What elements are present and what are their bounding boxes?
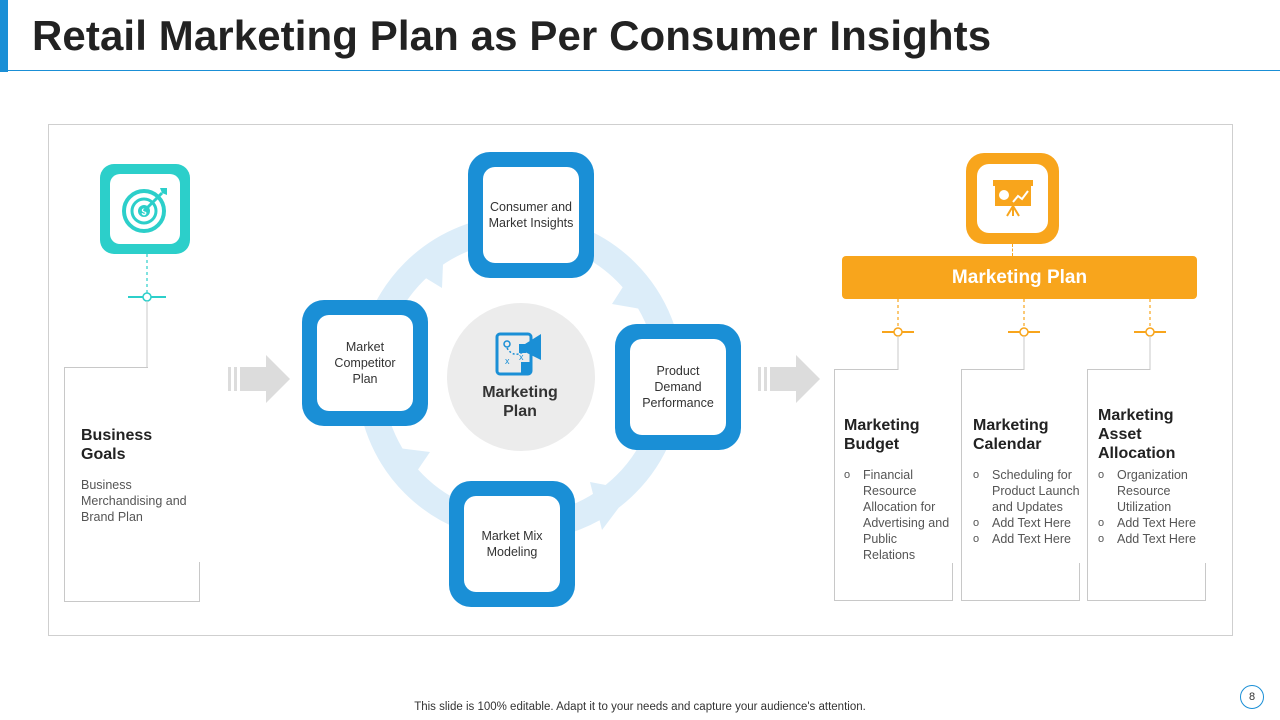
business-goals-box-right xyxy=(199,562,200,602)
target-dollar-icon: $ xyxy=(110,174,180,244)
asset-column-right xyxy=(1205,563,1206,601)
budget-column-right xyxy=(952,563,953,601)
cycle-box-bottom: Market Mix Modeling xyxy=(449,481,575,607)
list-item: Add Text Here xyxy=(1098,531,1206,547)
asset-column-title: Marketing Asset Allocation xyxy=(1098,407,1176,462)
list-item: Scheduling for Product Launch and Update… xyxy=(973,467,1081,515)
cycle-box-bottom-label: Market Mix Modeling xyxy=(464,496,560,592)
cycle-box-right-label: Product Demand Performance xyxy=(630,339,726,435)
marketing-plan-connectors xyxy=(882,299,1166,370)
list-item: Add Text Here xyxy=(973,531,1081,547)
budget-column-list: Financial Resource Allocation for Advert… xyxy=(844,467,952,563)
budget-column-top xyxy=(834,369,898,370)
asset-column-top xyxy=(1087,369,1150,370)
page-title: Retail Marketing Plan as Per Consumer In… xyxy=(32,12,992,59)
business-goals-box xyxy=(64,367,200,602)
footer-note: This slide is 100% editable. Adapt it to… xyxy=(414,701,866,713)
calendar-column-top xyxy=(961,369,1024,370)
cycle-box-right: Product Demand Performance xyxy=(615,324,741,450)
list-item: Add Text Here xyxy=(973,515,1081,531)
strategy-board-megaphone-icon: x x xyxy=(495,330,547,378)
calendar-column-box xyxy=(961,369,1080,601)
calendar-column-list: Scheduling for Product Launch and Update… xyxy=(973,467,1081,547)
cycle-box-top-label: Consumer and Market Insights xyxy=(483,167,579,263)
content-frame xyxy=(48,124,1233,636)
right-arrow-icon xyxy=(228,355,290,403)
title-divider xyxy=(8,70,1280,71)
title-accent-bar xyxy=(0,0,8,72)
budget-column-box xyxy=(834,369,953,601)
business-goals-text: Business Merchandising and Brand Plan xyxy=(81,478,187,524)
cycle-box-left: Market Competitor Plan xyxy=(302,300,428,426)
calendar-column-right xyxy=(1079,563,1080,601)
marketing-plan-bar: Marketing Plan xyxy=(842,256,1197,299)
calendar-column-title: Marketing Calendar xyxy=(973,417,1049,453)
svg-text:x: x xyxy=(519,352,524,362)
business-goals-box-top xyxy=(64,367,148,368)
icon-connector xyxy=(1012,244,1013,256)
presentation-board-icon xyxy=(977,164,1048,233)
cycle-box-top: Consumer and Market Insights xyxy=(468,152,594,278)
list-item: Add Text Here xyxy=(1098,515,1206,531)
list-item: Financial Resource Allocation for Advert… xyxy=(844,467,952,563)
svg-text:x: x xyxy=(505,356,510,366)
svg-text:$: $ xyxy=(141,207,146,217)
list-item: Organization Resource Utilization xyxy=(1098,467,1206,515)
center-circle xyxy=(447,303,595,451)
budget-column-title: Marketing Budget xyxy=(844,417,920,453)
cycle-center-label: Marketing Plan xyxy=(482,384,558,420)
right-arrow-icon xyxy=(758,355,820,403)
cycle-box-left-label: Market Competitor Plan xyxy=(317,315,413,411)
asset-column-list: Organization Resource Utilization Add Te… xyxy=(1098,467,1206,547)
business-goals-title: Business Goals xyxy=(81,427,153,463)
business-goals-connector xyxy=(128,254,166,368)
page-number: 8 xyxy=(1240,685,1264,709)
asset-column-box xyxy=(1087,369,1206,601)
